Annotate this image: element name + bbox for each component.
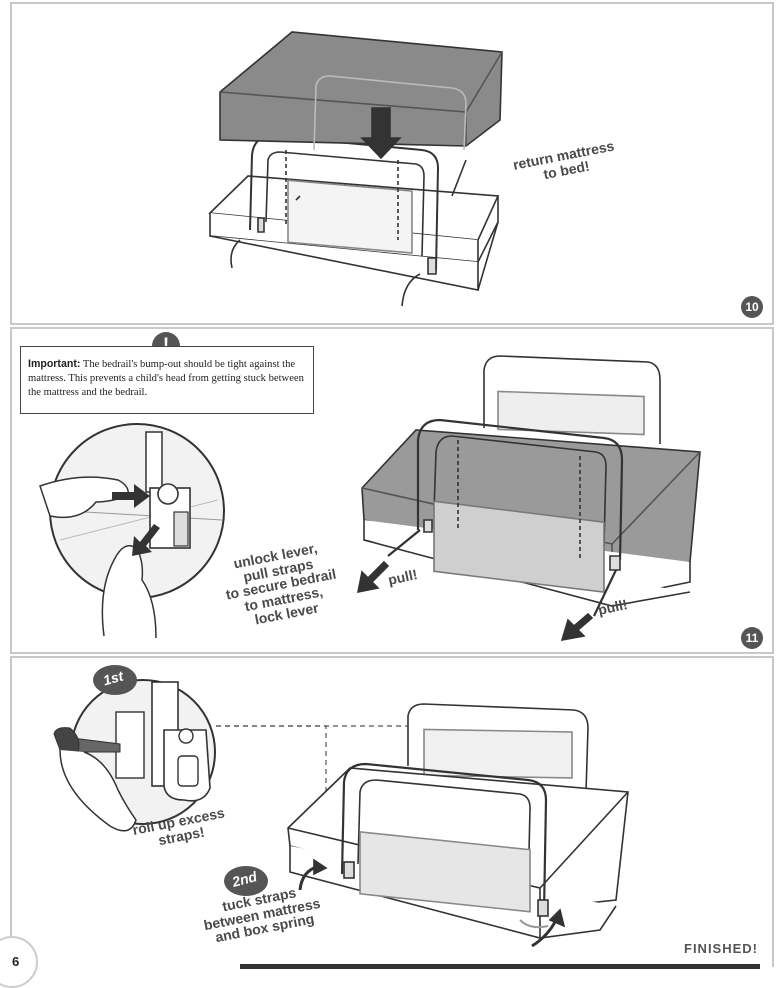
- first-badge-shape: [93, 665, 137, 695]
- step-11-illustration: [356, 355, 701, 642]
- step-11-number: 11: [741, 627, 763, 649]
- step-12-detail-circle: [53, 679, 216, 832]
- important-title: Important:: [28, 358, 81, 370]
- second-badge-shape: [224, 866, 268, 896]
- step-10-illustration: [208, 31, 503, 307]
- step-11-detail-circle: [39, 423, 225, 639]
- step-12-illustration: [287, 703, 629, 948]
- page-number: 6: [12, 954, 20, 969]
- step-10-number: 10: [741, 296, 763, 318]
- bottom-bar: [240, 964, 760, 969]
- important-note: Important: The bedrail's bump-out should…: [20, 346, 314, 414]
- finished-label: FINISHED!: [684, 941, 758, 956]
- important-text: The bedrail's bump-out should be tight a…: [28, 359, 304, 398]
